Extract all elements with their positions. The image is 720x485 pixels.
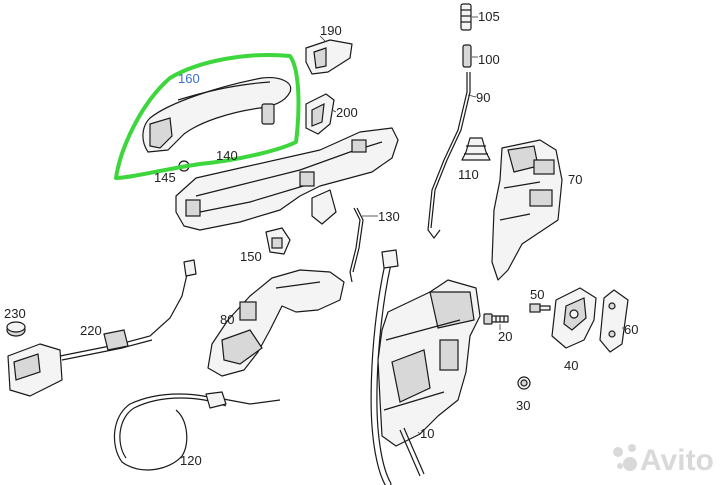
callout-150: 150: [240, 249, 262, 264]
callout-30: 30: [516, 398, 530, 413]
part-200-cover: [305, 93, 335, 135]
part-handle-carrier: [175, 127, 399, 231]
part-110-grommet: [461, 137, 491, 161]
part-105-rod-tip: [460, 3, 472, 31]
callout-100: 100: [478, 52, 500, 67]
callout-20: 20: [498, 329, 512, 344]
part-140-outer-handle: [142, 77, 292, 172]
part-tube: [370, 249, 399, 485]
callout-190: 190: [320, 23, 342, 38]
part-40-striker: [551, 287, 597, 349]
part-70-bracket: [491, 139, 563, 281]
callout-50: 50: [530, 287, 544, 302]
part-30-screw: [517, 376, 531, 390]
callout-200: 200: [336, 105, 358, 120]
svg-text:Avito: Avito: [640, 444, 714, 477]
callout-90: 90: [476, 90, 490, 105]
part-100-clip: [462, 44, 472, 68]
callout-105: 105: [478, 9, 500, 24]
callout-40: 40: [564, 358, 578, 373]
part-130-rod: [349, 207, 364, 283]
handle-highlight: [114, 52, 301, 180]
callout-130: 130: [378, 209, 400, 224]
callout-220: 220: [80, 323, 102, 338]
callout-10: 10: [420, 426, 434, 441]
callout-60: 60: [624, 322, 638, 337]
part-80-inner-handle: [207, 269, 345, 377]
part-150-plug: [265, 227, 291, 255]
callout-120: 120: [180, 453, 202, 468]
part-90-rod: [427, 72, 471, 239]
callout-80: 80: [220, 312, 234, 327]
part-230-cap: [6, 321, 26, 337]
callout-70: 70: [568, 172, 582, 187]
part-10-lock: [377, 279, 481, 477]
callout-230: 230: [4, 306, 26, 321]
part-50-screw: [529, 303, 551, 313]
part-220-actuator: [7, 259, 197, 397]
avito-watermark: Avito: [613, 444, 714, 477]
part-120-cable: [113, 391, 281, 471]
part-60-plate: [599, 289, 629, 353]
callout-140: 140: [216, 148, 238, 163]
callout-110: 110: [458, 167, 479, 182]
part-190-cap: [305, 39, 353, 75]
callout-160: 160: [178, 71, 200, 86]
callout-145: 145: [154, 170, 176, 185]
part-20-screw: [483, 313, 509, 325]
